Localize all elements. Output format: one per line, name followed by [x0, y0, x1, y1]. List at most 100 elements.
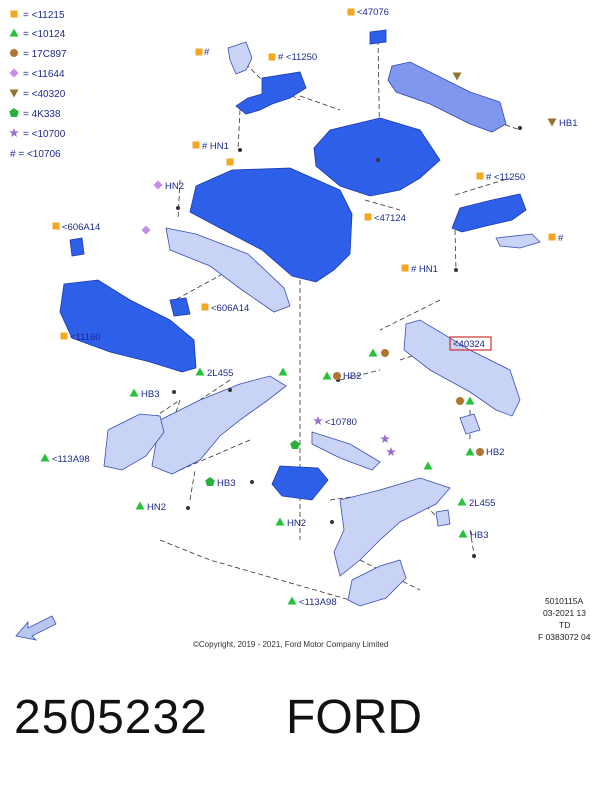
callout-hb2-right: HB2	[465, 447, 504, 458]
circle-icon	[381, 349, 389, 357]
svg-text:<11160: <11160	[70, 332, 101, 343]
square-icon	[347, 8, 355, 16]
svg-text:HB2: HB2	[486, 447, 504, 458]
circle-icon	[476, 448, 484, 456]
callout-hn2-mid: HN2	[275, 517, 306, 529]
reference-notes: 5010115A 03-2021 13 TD F 0383072 04	[538, 596, 591, 642]
square-icon	[60, 332, 68, 340]
svg-text:HN2: HN2	[165, 181, 184, 192]
square-icon	[192, 141, 200, 149]
svg-text:<606A14: <606A14	[62, 222, 100, 233]
brand-name: FORD	[286, 691, 422, 744]
circle-icon	[456, 397, 464, 405]
legend-label: = <11215	[23, 10, 65, 21]
legend: = <11215 = <10124 = 17C897 = <11644 = <4…	[9, 10, 67, 160]
bracket-2l455-right	[435, 509, 451, 527]
callout-hb3-left: HB3	[129, 388, 159, 400]
leader-lines	[119, 39, 521, 601]
callout-2l455-left: 2L455	[195, 367, 233, 379]
square-icon	[401, 264, 409, 272]
direction-arrow-icon	[15, 615, 57, 641]
svg-text:HN2: HN2	[287, 518, 306, 529]
triangle-down-icon	[452, 72, 462, 81]
callout-113a98-right: <113A98	[287, 596, 337, 608]
svg-text:# HN1: # HN1	[202, 141, 229, 152]
legend-item-diamond: = <11644	[9, 68, 65, 80]
star-icon	[9, 128, 19, 137]
callouts: <47076 # # <11250 HB1 # HN1 HN2 <47124	[40, 7, 577, 608]
triangle-icon	[135, 501, 145, 510]
svg-text:5010115A: 5010115A	[545, 596, 583, 606]
triangle-icon	[275, 517, 285, 526]
svg-text:<40324: <40324	[453, 339, 485, 350]
parts	[59, 29, 541, 607]
highlight-box	[449, 336, 492, 351]
legend-label: = <10124	[23, 29, 66, 40]
callout-hb2-mid: HB2	[322, 371, 361, 382]
svg-text:# HN1: # HN1	[411, 264, 438, 275]
circle-icon	[333, 372, 341, 380]
legend-item-circle: = 17C897	[10, 49, 67, 60]
svg-text:TD: TD	[559, 620, 570, 630]
pentagon-icon	[205, 477, 215, 486]
callout-hb3-right: HB3	[458, 529, 488, 541]
reinforcement-hn2	[165, 227, 291, 313]
longitudinal-right	[333, 477, 451, 577]
callout-hn2-top: HN2	[153, 180, 184, 192]
square-icon	[52, 222, 60, 230]
square-icon	[268, 53, 276, 61]
callout-hash-right: #	[548, 233, 564, 244]
copyright-text: ©Copyright, 2019 - 2021, Ford Motor Comp…	[193, 640, 388, 649]
diamond-icon	[9, 68, 19, 78]
callout-hn1-top: # HN1	[192, 141, 229, 152]
rear-panel-40324	[403, 319, 521, 417]
triangle-icon	[368, 348, 378, 357]
part-number: 2505232	[14, 691, 208, 744]
svg-text:<47124: <47124	[374, 213, 406, 224]
callout-40324: <40324	[449, 336, 492, 351]
triangle-icon	[465, 447, 475, 456]
legend-label: = 4K338	[23, 109, 61, 120]
legend-label: = <40320	[23, 89, 66, 100]
legend-item-square: = <11215	[10, 10, 65, 21]
svg-text:HB3: HB3	[470, 530, 488, 541]
callout-hn1-right: # HN1	[401, 264, 438, 275]
diamond-icon	[141, 225, 151, 235]
svg-text:<606A14: <606A14	[211, 303, 249, 314]
bracket-11250-top	[235, 71, 307, 115]
callout-2l455-right: 2L455	[457, 497, 495, 509]
triangle-icon	[322, 371, 332, 380]
front-rail-left	[103, 413, 165, 471]
callout-hn2-left: HN2	[135, 501, 166, 513]
triangle-icon	[423, 461, 433, 470]
svg-text:<113A98: <113A98	[299, 597, 337, 608]
svg-text:HB3: HB3	[141, 389, 159, 400]
callout-10780: <10780	[313, 416, 357, 428]
triangle-down-icon	[9, 89, 19, 98]
callout-hb3-mid: HB3	[205, 477, 235, 489]
square-icon	[195, 48, 203, 56]
triangle-icon	[9, 28, 19, 37]
svg-text:<47076: <47076	[357, 7, 389, 18]
legend-item-hash: # = <10706	[10, 149, 61, 160]
square-icon	[10, 10, 18, 18]
svg-text:# <11250: # <11250	[486, 172, 525, 183]
rear-floor-pan	[313, 117, 441, 197]
rear-crossmember-top	[387, 61, 507, 133]
triangle-icon	[458, 529, 468, 538]
legend-item-star: = <10700	[9, 128, 66, 140]
svg-text:HB2: HB2	[343, 371, 361, 382]
legend-item-triangle: = <10124	[9, 28, 66, 40]
svg-text:#: #	[204, 47, 210, 58]
triangle-icon	[278, 367, 288, 376]
triangle-down-icon	[547, 118, 557, 127]
bracket-4k338	[271, 465, 329, 501]
triangle-icon	[465, 396, 475, 405]
square-icon	[548, 233, 556, 241]
svg-text:<113A98: <113A98	[52, 454, 90, 465]
callout-11250-top: # <11250	[268, 52, 317, 63]
bracket-wire-right	[495, 233, 541, 249]
callout-11160: <11160	[60, 332, 101, 343]
bracket-606a14-left	[69, 237, 85, 257]
exploded-parts-diagram: = <11215 = <10124 = 17C897 = <11644 = <4…	[9, 7, 591, 649]
